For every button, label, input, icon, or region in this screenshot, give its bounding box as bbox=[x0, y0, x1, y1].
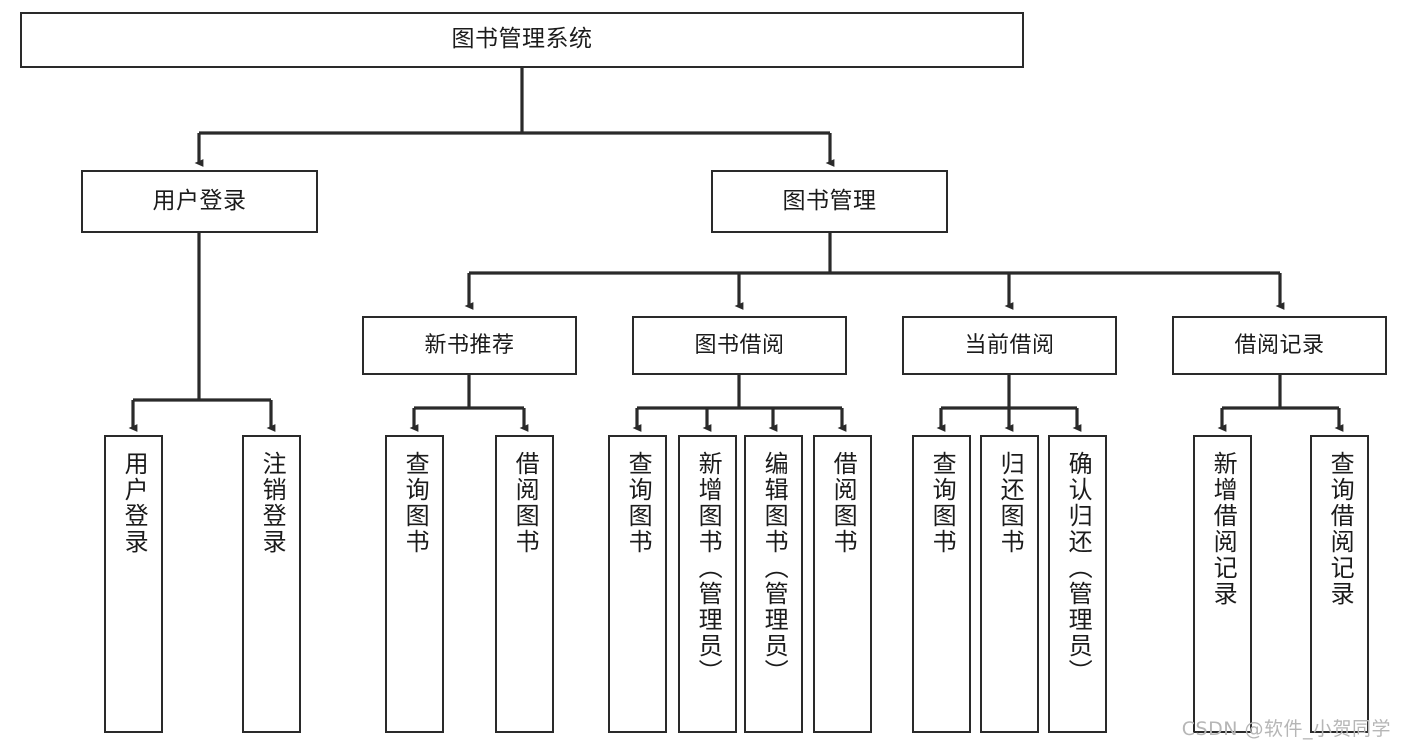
leaf-current-confirm-return[interactable]: 确认归还（管理员） bbox=[1048, 435, 1107, 733]
leaf-user-login-logout[interactable]: 注销登录 bbox=[242, 435, 301, 733]
node-new-book-recommend-label: 新书推荐 bbox=[424, 332, 515, 358]
node-user-login[interactable]: 用户登录 bbox=[81, 170, 318, 233]
leaf-borrow-query-book-label: 查询图书 bbox=[624, 451, 653, 555]
leaf-record-add-record[interactable]: 新增借阅记录 bbox=[1193, 435, 1252, 733]
leaf-recommend-query-book[interactable]: 查询图书 bbox=[385, 435, 444, 733]
leaf-current-query-book[interactable]: 查询图书 bbox=[912, 435, 971, 733]
watermark-text: CSDN @软件_小贺同学 bbox=[1181, 718, 1391, 740]
node-borrow-record-label: 借阅记录 bbox=[1234, 332, 1325, 358]
leaf-current-confirm-return-label: 确认归还（管理员） bbox=[1064, 451, 1093, 685]
leaf-user-login-login[interactable]: 用户登录 bbox=[104, 435, 163, 733]
leaf-record-query-record-label: 查询借阅记录 bbox=[1326, 451, 1355, 607]
node-new-book-recommend[interactable]: 新书推荐 bbox=[362, 316, 577, 375]
node-book-borrow-label: 图书借阅 bbox=[694, 332, 785, 358]
leaf-current-query-book-label: 查询图书 bbox=[928, 451, 957, 555]
node-current-borrow[interactable]: 当前借阅 bbox=[902, 316, 1117, 375]
leaf-borrow-borrow-book[interactable]: 借阅图书 bbox=[813, 435, 872, 733]
leaf-recommend-borrow-book-label: 借阅图书 bbox=[511, 451, 540, 555]
node-user-login-label: 用户登录 bbox=[152, 187, 247, 214]
leaf-borrow-add-book[interactable]: 新增图书（管理员） bbox=[678, 435, 737, 733]
leaf-borrow-add-book-label: 新增图书（管理员） bbox=[694, 451, 723, 685]
leaf-borrow-edit-book-label: 编辑图书（管理员） bbox=[760, 451, 789, 685]
leaf-current-return-book[interactable]: 归还图书 bbox=[980, 435, 1039, 733]
leaf-user-login-logout-label: 注销登录 bbox=[258, 451, 287, 555]
leaf-borrow-edit-book[interactable]: 编辑图书（管理员） bbox=[744, 435, 803, 733]
leaf-borrow-borrow-book-label: 借阅图书 bbox=[829, 451, 858, 555]
leaf-record-query-record[interactable]: 查询借阅记录 bbox=[1310, 435, 1369, 733]
node-current-borrow-label: 当前借阅 bbox=[964, 332, 1055, 358]
leaf-user-login-login-label: 用户登录 bbox=[120, 451, 149, 555]
node-root-system-label: 图书管理系统 bbox=[451, 26, 593, 53]
node-borrow-record[interactable]: 借阅记录 bbox=[1172, 316, 1387, 375]
node-book-management[interactable]: 图书管理 bbox=[711, 170, 948, 233]
node-root-system[interactable]: 图书管理系统 bbox=[20, 12, 1024, 68]
leaf-record-add-record-label: 新增借阅记录 bbox=[1209, 451, 1238, 607]
leaf-recommend-borrow-book[interactable]: 借阅图书 bbox=[495, 435, 554, 733]
node-book-borrow[interactable]: 图书借阅 bbox=[632, 316, 847, 375]
leaf-current-return-book-label: 归还图书 bbox=[996, 451, 1025, 555]
leaf-recommend-query-book-label: 查询图书 bbox=[401, 451, 430, 555]
leaf-borrow-query-book[interactable]: 查询图书 bbox=[608, 435, 667, 733]
node-book-management-label: 图书管理 bbox=[782, 187, 877, 214]
